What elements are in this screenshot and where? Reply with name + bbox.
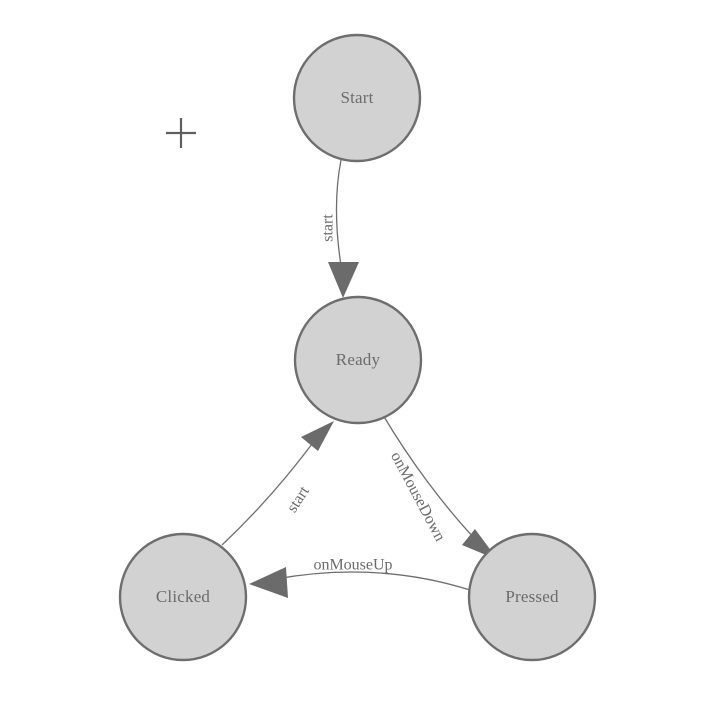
- node-start-circle[interactable]: [292, 33, 422, 163]
- node-ready[interactable]: Ready: [293, 295, 423, 425]
- edge-label-pressed-to-clicked: onMouseUp: [313, 557, 392, 574]
- edge-pressed-to-clicked-path: [275, 571, 471, 591]
- edge-clicked-to-ready-arrowhead: [301, 421, 334, 451]
- node-clicked[interactable]: Clicked: [118, 532, 248, 662]
- plus-crosshair-icon: [166, 118, 196, 148]
- node-pressed-label: Pressed: [505, 587, 559, 606]
- edge-start-to-ready-path: [335, 159, 343, 273]
- edge-start-to-ready-arrowhead: [328, 262, 359, 298]
- edge-pressed-to-clicked[interactable]: onMouseUp: [249, 557, 471, 598]
- edge-label-clicked-to-ready: start: [284, 483, 314, 516]
- node-clicked-circle[interactable]: [118, 532, 248, 662]
- node-start-label: Start: [340, 88, 373, 107]
- node-ready-label: Ready: [336, 350, 381, 369]
- node-clicked-label: Clicked: [156, 587, 211, 606]
- node-ready-circle[interactable]: [293, 295, 423, 425]
- edge-ready-to-pressed[interactable]: onMouseDown: [382, 414, 498, 560]
- edge-ready-to-pressed-path: [382, 414, 477, 541]
- edge-clicked-to-ready-path: [221, 443, 313, 546]
- edge-pressed-to-clicked-arrowhead: [249, 567, 288, 598]
- edge-label-start-to-ready: start: [320, 214, 337, 242]
- node-start[interactable]: Start: [292, 33, 422, 163]
- node-pressed-circle[interactable]: [467, 532, 597, 662]
- edge-clicked-to-ready[interactable]: start: [221, 421, 334, 546]
- edge-start-to-ready[interactable]: start: [320, 159, 359, 298]
- node-pressed[interactable]: Pressed: [467, 532, 597, 662]
